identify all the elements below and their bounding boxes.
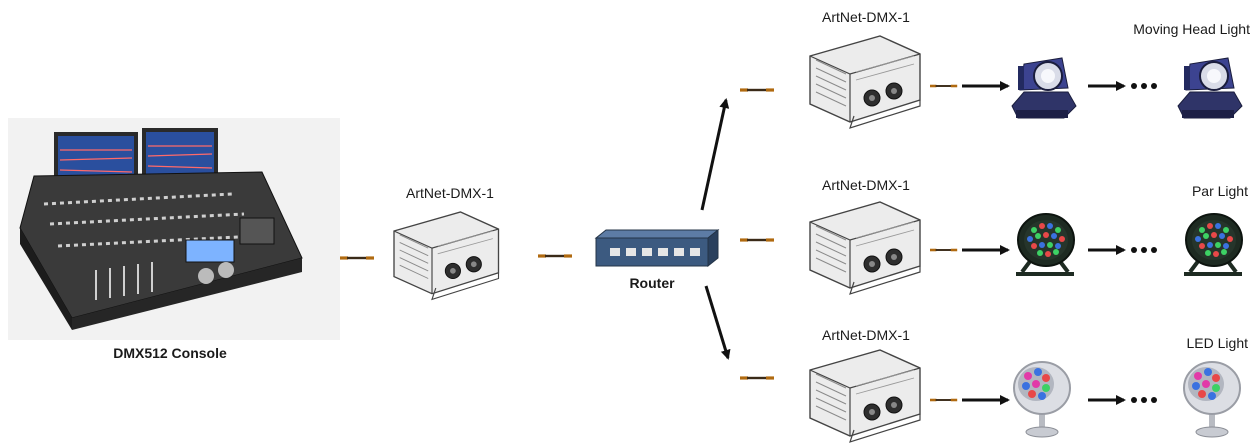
artnet-dmx-box-icon-2: [809, 201, 921, 295]
console-icon: [8, 118, 340, 340]
led-spot-light-icon-1: [1014, 362, 1070, 437]
cable-converter-3-light: [930, 398, 958, 402]
arrow-router-bottom: [704, 285, 731, 360]
artnet-dmx-box-icon: [393, 211, 500, 301]
moving-head-light-icon-1: [1011, 57, 1077, 119]
cable-branch-2: [740, 238, 774, 242]
moving-head-light-label: Moving Head Light: [1133, 21, 1250, 37]
branch-converter-3-label: ArtNet-DMX-1: [822, 327, 910, 343]
cable-branch-3: [740, 376, 774, 380]
moving-head-light-icon-2: [1177, 57, 1243, 119]
par-light-icon-2: [1182, 212, 1244, 276]
par-light-label: Par Light: [1192, 183, 1248, 199]
cable-branch-1: [740, 88, 774, 92]
led-spot-light-icon-2: [1184, 362, 1240, 437]
artnet-dmx-box-icon-1: [809, 35, 921, 129]
artnet-dmx-box-icon-3: [809, 349, 921, 443]
ellipsis-icon-3: [1131, 397, 1157, 403]
cable-converter-2-light: [930, 248, 958, 252]
main-converter-label: ArtNet-DMX-1: [406, 185, 494, 201]
ellipsis-icon-1: [1131, 83, 1157, 89]
branch-converter-2-label: ArtNet-DMX-1: [822, 177, 910, 193]
network-switch-icon: [594, 228, 720, 268]
led-light-label: LED Light: [1187, 335, 1249, 351]
console-label: DMX512 Console: [113, 345, 227, 361]
arrow-router-top: [700, 98, 730, 211]
cable-console: [340, 256, 374, 260]
cable-converter-router: [538, 254, 572, 258]
router-label: Router: [629, 275, 675, 291]
cable-converter-1-light: [930, 84, 958, 88]
par-light-icon-1: [1014, 212, 1076, 276]
ellipsis-icon-2: [1131, 247, 1157, 253]
branch-converter-1-label: ArtNet-DMX-1: [822, 9, 910, 25]
